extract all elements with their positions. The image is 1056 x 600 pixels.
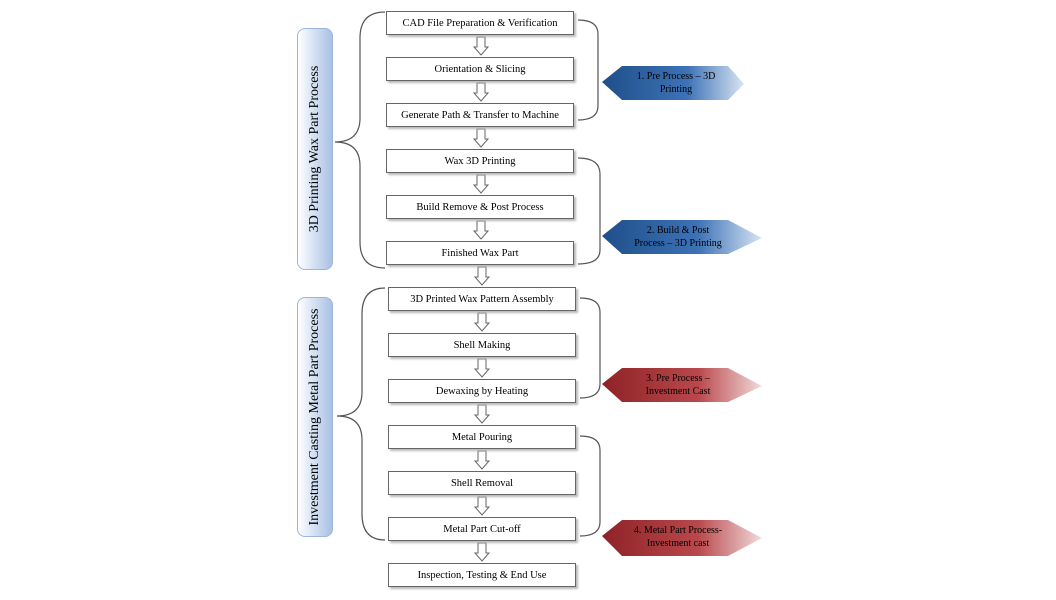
step-cad-file-preparation: CAD File Preparation & Verification	[386, 11, 574, 35]
callout-3-line1: 3. Pre Process –	[646, 373, 710, 384]
callout-2-line1: 2. Build & Post	[646, 225, 710, 236]
group-label-investment-casting: Investment Casting Metal Part Process	[297, 297, 333, 537]
flow-arrow	[473, 404, 491, 424]
flow-arrow	[472, 36, 490, 56]
flow-arrow	[473, 358, 491, 378]
callout-2-shape	[602, 220, 762, 254]
group-label-investment-casting-text: Investment Casting Metal Part Process	[307, 308, 322, 526]
step-shell-removal: Shell Removal	[388, 471, 576, 495]
left-brace-group-1	[334, 11, 386, 269]
step-orientation-slicing: Orientation & Slicing	[386, 57, 574, 81]
callout-1-line2: Printing	[659, 84, 693, 95]
step-wax-3d-printing: Wax 3D Printing	[386, 149, 574, 173]
flow-arrow	[472, 174, 490, 194]
step-dewaxing: Dewaxing by Heating	[388, 379, 576, 403]
flow-arrow	[473, 312, 491, 332]
step-shell-making: Shell Making	[388, 333, 576, 357]
flow-arrow	[473, 542, 491, 562]
flow-arrows	[472, 36, 491, 562]
group-label-3d-printing-text: 3D Printing Wax Part Process	[307, 65, 322, 233]
callout-4-line1: 4. Metal Part Process-	[633, 525, 723, 536]
callout-1-line1: 1. Pre Process – 3D	[636, 71, 716, 82]
callout-4: 4. Metal Part Process- Investment cast	[618, 524, 738, 550]
flow-arrow	[472, 82, 490, 102]
step-inspection-testing: Inspection, Testing & End Use	[388, 563, 576, 587]
callout-3-shape	[602, 368, 762, 402]
right-bracket-3	[579, 297, 601, 399]
right-bracket-1	[577, 19, 599, 121]
flow-arrow	[472, 220, 490, 240]
left-brace-group-2	[336, 287, 386, 541]
flow-arrow	[473, 266, 491, 286]
callout-2: 2. Build & Post Process – 3D Printing	[618, 224, 738, 250]
flow-arrow	[472, 128, 490, 148]
callout-2-line2: Process – 3D Printing	[634, 238, 722, 249]
right-bracket-4	[579, 435, 601, 537]
callout-4-shape	[602, 520, 762, 556]
callout-4-line2: Investment cast	[646, 538, 710, 549]
callout-1: 1. Pre Process – 3D Printing	[616, 70, 736, 96]
flow-arrow	[473, 496, 491, 516]
step-metal-pouring: Metal Pouring	[388, 425, 576, 449]
flow-arrow	[473, 450, 491, 470]
group-label-3d-printing: 3D Printing Wax Part Process	[297, 28, 333, 270]
callout-3: 3. Pre Process – Investment Cast	[618, 372, 738, 398]
step-metal-part-cutoff: Metal Part Cut-off	[388, 517, 576, 541]
step-build-remove: Build Remove & Post Process	[386, 195, 574, 219]
right-bracket-2	[577, 157, 601, 265]
callout-3-line2: Investment Cast	[645, 386, 711, 397]
callout-1-shape	[602, 66, 744, 100]
step-wax-pattern-assembly: 3D Printed Wax Pattern Assembly	[388, 287, 576, 311]
step-generate-path: Generate Path & Transfer to Machine	[386, 103, 574, 127]
step-finished-wax-part: Finished Wax Part	[386, 241, 574, 265]
